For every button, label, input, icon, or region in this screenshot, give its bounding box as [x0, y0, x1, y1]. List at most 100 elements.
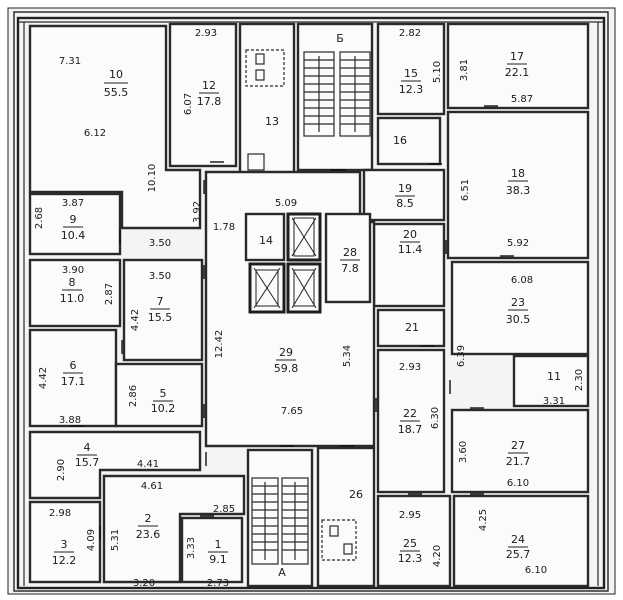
room-17-area: 22.1 [505, 66, 530, 79]
room-11-number: 11 [547, 370, 561, 383]
dimension: 3.90 [62, 265, 84, 276]
room-2-outline [102, 474, 246, 584]
room-6-number: 6 [70, 359, 77, 372]
room-15-number: 15 [404, 67, 418, 80]
room-20-area: 11.4 [398, 243, 423, 256]
dimension: 4.09 [86, 529, 97, 551]
room-9-number: 9 [70, 213, 77, 226]
room-28-outline [324, 212, 372, 304]
dimension: 2.73 [207, 578, 229, 589]
dimension: 3.81 [459, 59, 470, 81]
dimension: 2.68 [34, 207, 45, 229]
room-27-outline [450, 408, 590, 494]
dimension: 2.85 [213, 504, 235, 515]
room-1-number: 1 [215, 538, 222, 551]
room-27-number: 27 [511, 439, 525, 452]
room-10-number: 10 [109, 68, 123, 81]
dimension: 4.20 [432, 545, 443, 567]
dimension: 4.61 [141, 481, 163, 492]
room-21-outline [376, 308, 446, 348]
dimension: 5.10 [432, 61, 443, 83]
dimension: 2.82 [399, 28, 421, 39]
room-18-number: 18 [511, 167, 525, 180]
room-21-number: 21 [405, 321, 419, 334]
dimension: 4.42 [38, 367, 49, 389]
dimension: 5.31 [110, 529, 121, 551]
stair-a-label: А [278, 566, 286, 579]
room-22-outline [376, 348, 446, 494]
dimension: 2.93 [195, 28, 217, 39]
room-7-number: 7 [157, 295, 164, 308]
dimension: 6.30 [430, 407, 441, 429]
room-19-number: 19 [398, 182, 412, 195]
dimension: 2.87 [104, 283, 115, 305]
room-28-area: 7.8 [341, 262, 359, 275]
room-20-number: 20 [403, 228, 417, 241]
dimension: 5.87 [511, 94, 533, 105]
dimension: 7.65 [281, 406, 303, 417]
room-14-number: 14 [259, 234, 273, 247]
room-9-area: 10.4 [61, 229, 86, 242]
room-22-area: 18.7 [398, 423, 423, 436]
dimension-labels: 7.31 6.12 10.10 2.93 6.07 2.82 5.10 3.81… [34, 28, 585, 589]
room-5-number: 5 [160, 387, 167, 400]
room-25-area: 12.3 [398, 552, 423, 565]
room-4-number: 4 [84, 441, 91, 454]
dimension: 2.30 [574, 369, 585, 391]
room-4-area: 15.7 [75, 456, 100, 469]
room-6-outline [28, 328, 118, 428]
dimension: 3.31 [543, 396, 565, 407]
stair-treads [251, 51, 371, 565]
elevator-shafts [248, 212, 322, 314]
room-3-area: 12.2 [52, 554, 77, 567]
room-24-outline [452, 494, 590, 588]
room-9-outline [28, 192, 122, 256]
stair-b-outline [296, 22, 374, 172]
dimension: 5.09 [275, 198, 297, 209]
dimension: 3.87 [62, 198, 84, 209]
room-3-outline [28, 500, 102, 584]
dimension: 2.98 [49, 508, 71, 519]
room-3-number: 3 [61, 538, 68, 551]
room-18-area: 38.3 [506, 184, 531, 197]
dimension: 6.51 [460, 179, 471, 201]
dimension: 7.31 [59, 56, 81, 67]
room-2-area: 23.6 [136, 528, 161, 541]
dimension: 12.42 [214, 330, 225, 359]
dimension: 2.86 [128, 385, 139, 407]
toilet-fixtures [245, 49, 357, 561]
room-23-area: 30.5 [506, 313, 531, 326]
room-29-number: 29 [279, 346, 293, 359]
room-10-outline [28, 24, 202, 230]
dimension: 3.33 [186, 537, 197, 559]
room-13-number: 13 [265, 115, 279, 128]
room-25-outline [376, 494, 452, 588]
dimension: 4.42 [130, 309, 141, 331]
room-1-area: 9.1 [209, 553, 227, 566]
dimension: 10.10 [147, 164, 158, 193]
room-16-outline [376, 116, 442, 166]
dimension: 2.95 [399, 510, 421, 521]
room-24-area: 25.7 [506, 548, 531, 561]
room-23-number: 23 [511, 296, 525, 309]
dimension: 3.50 [149, 271, 171, 282]
dimension: 6.10 [507, 478, 529, 489]
room-8-area: 11.0 [60, 292, 85, 305]
room-5-outline [114, 362, 204, 428]
room-1-outline [180, 516, 244, 584]
dimension: 5.34 [342, 345, 353, 367]
room-12-area: 17.8 [197, 95, 222, 108]
dimension: 6.12 [84, 128, 106, 139]
room-labels: 10 55.5 9 10.4 8 11.0 7 15.5 6 17.1 5 10… [52, 32, 561, 579]
door-markers [70, 105, 514, 540]
room-15-area: 12.3 [399, 83, 424, 96]
dimension: 3.60 [458, 441, 469, 463]
room-19-area: 8.5 [396, 197, 414, 210]
dimension: 5.92 [507, 238, 529, 249]
room-10-area: 55.5 [104, 86, 129, 99]
dimension: 4.41 [137, 459, 159, 470]
room-20-outline [372, 222, 446, 308]
room-23-outline [450, 260, 590, 356]
dimension: 2.93 [399, 362, 421, 373]
